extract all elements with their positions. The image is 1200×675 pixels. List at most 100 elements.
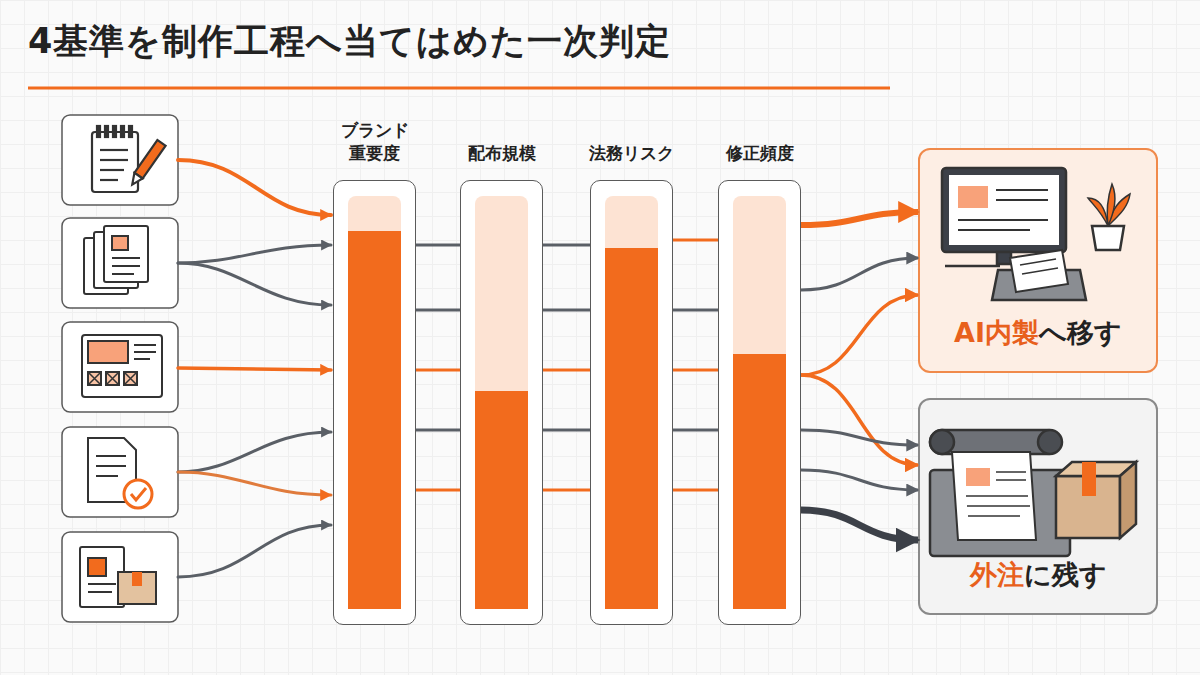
- title-underline: [28, 87, 890, 90]
- connector-line: [416, 244, 460, 247]
- intake-arrow: [178, 472, 331, 495]
- notepad-icon: [134, 140, 165, 179]
- magazine-box-icon: [88, 583, 116, 585]
- layout-icon: [134, 358, 150, 360]
- flow-arrow: [801, 375, 918, 465]
- source-box: [62, 218, 178, 308]
- criterion-gauge: 修正頻度: [718, 180, 801, 625]
- magazine-box-icon: [118, 572, 156, 604]
- flow-arrow: [801, 258, 918, 290]
- layout-icon: [134, 344, 156, 346]
- magazine-box-icon: [132, 572, 142, 586]
- notepad-icon: [121, 126, 124, 137]
- connector-line: [673, 429, 718, 432]
- notepad-icon: [100, 159, 128, 161]
- layout-icon: [106, 372, 119, 385]
- outcome-label: AI内製: [954, 317, 1039, 348]
- source-box: [62, 532, 178, 622]
- connector-line: [543, 429, 590, 432]
- magazine-box-icon: [88, 558, 106, 576]
- gauge-fill: [475, 391, 528, 609]
- criterion-gauge: ブランド 重要度: [333, 180, 416, 625]
- connector-line: [543, 309, 590, 312]
- criterion-heading: ブランド 重要度: [315, 119, 435, 165]
- gauge-fill: [348, 231, 401, 609]
- notepad-icon: [129, 126, 132, 137]
- checked-document-icon: [96, 455, 126, 457]
- documents-icon: [112, 236, 128, 250]
- connector-line: [543, 244, 590, 247]
- documents-icon: [112, 273, 134, 275]
- source-box: [62, 322, 178, 412]
- notepad-icon: [92, 126, 166, 192]
- documents-icon: [94, 232, 138, 288]
- intake-arrow: [178, 160, 331, 215]
- gauge-fill: [605, 248, 658, 609]
- layout-icon: [88, 372, 101, 385]
- outcome-box: AI内製へ移す: [918, 148, 1158, 373]
- checked-document-icon: [96, 475, 118, 477]
- intake-arrow: [178, 245, 331, 263]
- intake-arrow: [178, 368, 331, 370]
- outcome-label: 外注: [970, 559, 1024, 590]
- layout-icon: [124, 372, 137, 385]
- intake-arrow: [178, 263, 331, 305]
- connector-line: [543, 489, 590, 492]
- notepad-icon: [105, 126, 108, 137]
- flow-arrow: [801, 470, 918, 490]
- notepad-icon: [100, 149, 128, 151]
- connector-line: [673, 239, 718, 242]
- notepad-icon: [128, 173, 143, 188]
- criterion-heading: 配布規模: [442, 142, 562, 165]
- connector-line: [673, 489, 718, 492]
- flow-arrow: [801, 212, 918, 225]
- flow-arrow: [801, 430, 918, 445]
- magazine-box-icon: [80, 547, 124, 607]
- intake-arrow: [178, 160, 331, 577]
- magazine-box-icon: [88, 591, 112, 593]
- intake-arrow: [178, 525, 331, 577]
- layout-icon: [88, 341, 128, 363]
- notepad-icon: [92, 132, 138, 192]
- outcome-label: に残す: [1024, 559, 1107, 590]
- criterion-heading: 修正頻度: [700, 142, 820, 165]
- connector-line: [673, 309, 718, 312]
- notepad-icon: [97, 126, 100, 137]
- intake-arrow: [178, 432, 331, 472]
- connector-line: [673, 369, 718, 372]
- outcome-box: 外注に残す: [918, 398, 1158, 615]
- documents-icon: [112, 265, 140, 267]
- connector-line: [416, 429, 460, 432]
- checked-document-icon: [131, 488, 146, 500]
- gauge-track: [348, 196, 401, 609]
- connector-line: [416, 309, 460, 312]
- checked-document-icon: [88, 438, 152, 508]
- magazine-box-icon: [80, 547, 156, 607]
- outcome-label-row: AI内製へ移す: [920, 315, 1156, 351]
- documents-icon: [84, 238, 128, 294]
- documents-icon: [84, 226, 148, 294]
- connector-line: [416, 369, 460, 372]
- criterion-heading: 法務リスク: [572, 142, 692, 165]
- documents-icon: [104, 226, 148, 282]
- flow-arrow: [801, 510, 918, 540]
- gauge-fill: [733, 354, 786, 609]
- checked-document-icon: [88, 438, 136, 502]
- gauge-track: [475, 196, 528, 609]
- layout-icon: [88, 372, 137, 385]
- outcome-label: へ移す: [1039, 317, 1122, 348]
- outcome-label-row: 外注に残す: [920, 557, 1156, 593]
- criterion-gauge: 配布規模: [460, 180, 543, 625]
- layout-icon: [82, 335, 162, 397]
- diagram-title: 4基準を制作工程へ当てはめた一次判定: [28, 18, 671, 65]
- source-box: [62, 115, 178, 622]
- notepad-icon: [100, 169, 124, 171]
- layout-icon: [82, 335, 162, 397]
- layout-icon: [134, 351, 156, 353]
- checked-document-icon: [124, 480, 152, 508]
- criterion-gauge: 法務リスク: [590, 180, 673, 625]
- flow-arrow: [801, 295, 918, 375]
- notepad-icon: [128, 140, 165, 188]
- gauge-track: [733, 196, 786, 609]
